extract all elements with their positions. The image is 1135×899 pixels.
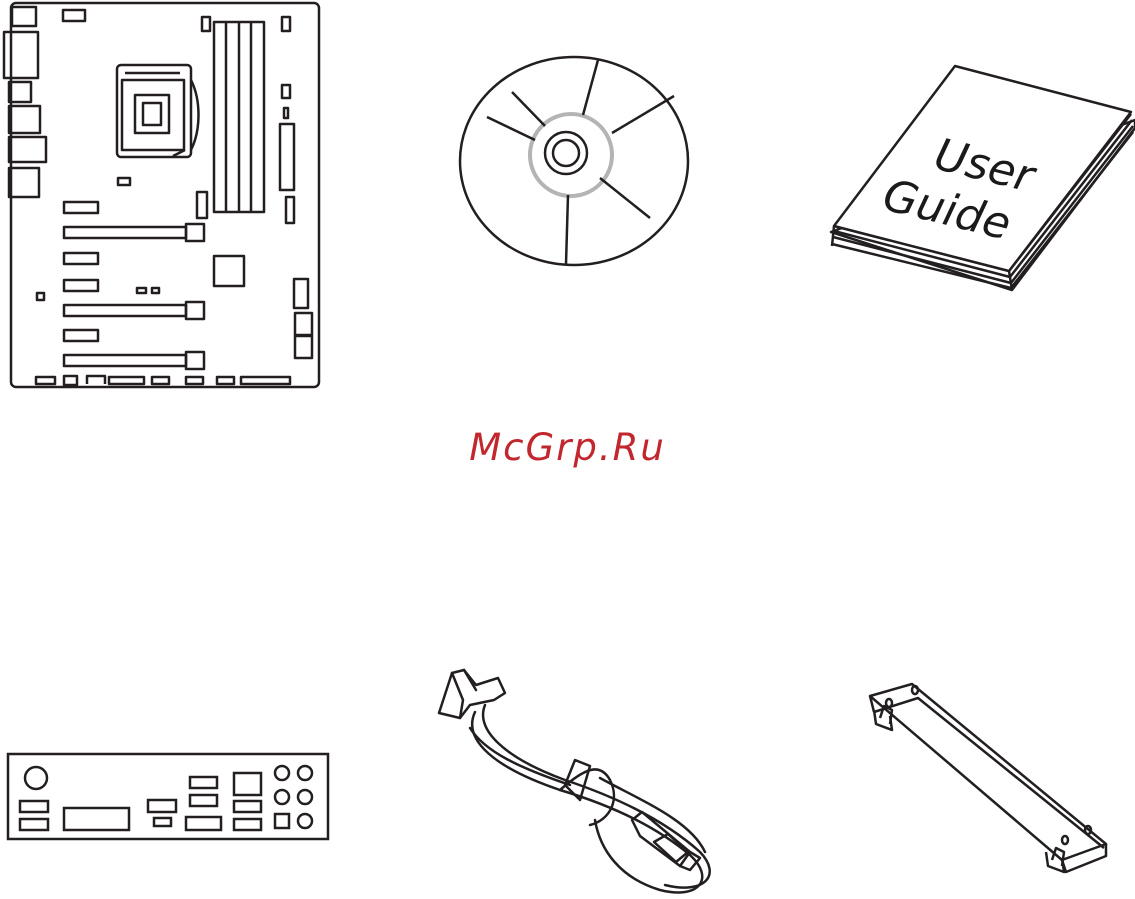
motherboard-icon	[4, 3, 319, 387]
watermark-text: McGrp.Ru	[0, 426, 1135, 469]
user-guide-icon: User Guide	[831, 66, 1135, 290]
sli-bridge-icon	[870, 684, 1106, 872]
io-shield-icon	[8, 754, 328, 839]
driver-dvd-icon	[460, 57, 688, 265]
sata-cable-icon	[439, 670, 710, 892]
